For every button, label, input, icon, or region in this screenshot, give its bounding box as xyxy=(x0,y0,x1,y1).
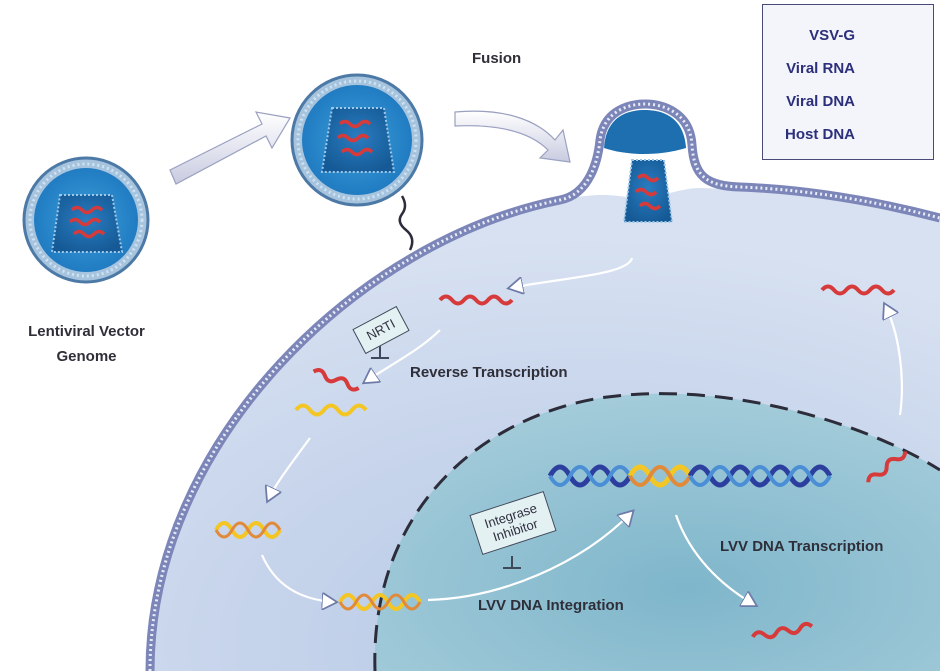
nuclear-envelope xyxy=(373,392,940,671)
fusion-label: Fusion xyxy=(472,50,522,67)
nrti-inhibition-bar xyxy=(371,345,389,359)
arrow-fusion xyxy=(454,110,571,163)
legend: VSV-G Viral RNA Viral DNA Host DNA xyxy=(762,4,934,160)
arrow-export xyxy=(885,305,903,416)
legend-row-viral-rna: Viral RNA xyxy=(773,58,923,82)
legend-row-host-dna: Host DNA xyxy=(773,124,923,148)
arrow-attach xyxy=(169,111,291,185)
integrase-inhibition-bar xyxy=(503,556,521,569)
viral-dna-hybrid xyxy=(294,403,368,417)
arrow-to-nucleus xyxy=(260,554,335,602)
nrti-label: NRTI xyxy=(363,315,398,344)
arrow-uncoat xyxy=(510,257,634,288)
capsid-entering xyxy=(622,159,674,223)
reverse-transcription-label: Reverse Transcription xyxy=(410,364,568,381)
arrow-rt xyxy=(365,329,441,382)
integration-label: LVV DNA Integration xyxy=(478,597,624,614)
viral-rna-exported xyxy=(820,284,896,296)
genome-label-line2: Genome xyxy=(56,348,117,365)
legend-row-viral-dna: Viral DNA xyxy=(773,91,923,115)
legend-label-host-dna: Host DNA xyxy=(785,126,855,143)
viral-rna-transcribed xyxy=(866,451,908,483)
viral-dsdna-import xyxy=(338,593,422,611)
legend-label-viral-dna: Viral DNA xyxy=(786,93,855,110)
fusion-pit xyxy=(604,110,686,154)
transcription-label: LVV DNA Transcription xyxy=(720,538,884,555)
viral-rna-nuclear xyxy=(751,621,814,640)
legend-label-vsvg: VSV-G xyxy=(809,27,855,44)
legend-row-vsvg: VSV-G xyxy=(773,25,923,49)
arrow-integration xyxy=(427,512,632,602)
receptor xyxy=(398,195,414,251)
viral-rna-rt xyxy=(312,368,360,392)
nucleus xyxy=(374,393,940,671)
arrow-transcription xyxy=(674,514,755,605)
viral-dsdna-cytoplasm xyxy=(214,521,282,539)
virion-free xyxy=(22,156,150,284)
host-dna-integrated xyxy=(547,464,833,488)
viral-rna-uncoated xyxy=(438,294,514,306)
legend-label-viral-rna: Viral RNA xyxy=(786,60,855,77)
genome-label-line1: Lentiviral Vector xyxy=(28,323,145,340)
virion-bound xyxy=(290,73,424,251)
arrow-to-dsdna xyxy=(268,437,311,500)
